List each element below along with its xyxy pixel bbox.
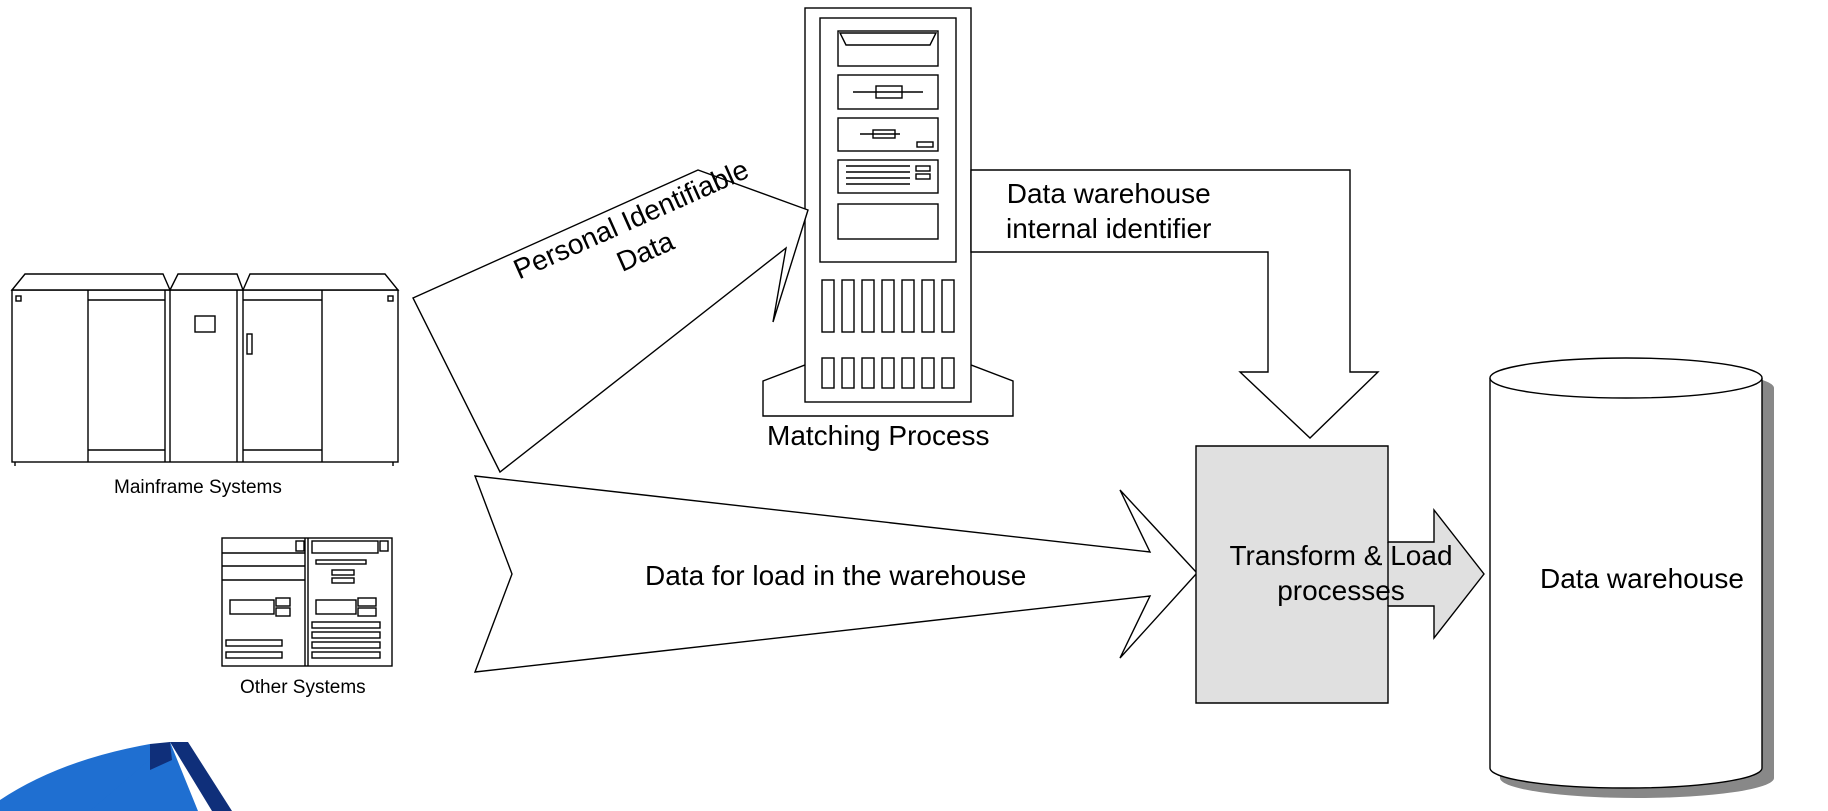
data-for-load-label: Data for load in the warehouse bbox=[645, 560, 1027, 591]
mainframe-icon bbox=[10, 273, 400, 466]
arrow-internal-identifier bbox=[970, 169, 1380, 439]
data-warehouse-cylinder bbox=[1489, 357, 1763, 789]
transform-load-label: Transform & Load processes bbox=[1216, 538, 1466, 608]
other-systems-label: Other Systems bbox=[240, 677, 366, 698]
transform-load-line-1: Transform & Load bbox=[1229, 540, 1453, 571]
transform-load-box bbox=[1195, 445, 1485, 704]
dw-internal-identifier-line-1: Data warehouse bbox=[1006, 178, 1211, 209]
arrow-personal-data bbox=[412, 169, 809, 474]
dw-internal-identifier-line-2: internal identifier bbox=[1006, 213, 1212, 244]
mainframe-systems-label: Mainframe Systems bbox=[114, 477, 282, 498]
company-logo bbox=[0, 742, 232, 811]
arrow-data-for-load bbox=[473, 475, 1198, 673]
transform-load-line-2: processes bbox=[1277, 575, 1405, 606]
data-warehouse-label: Data warehouse bbox=[1540, 563, 1744, 594]
server-tower-icon bbox=[762, 7, 1014, 417]
matching-process-label: Matching Process bbox=[767, 420, 990, 451]
dw-internal-identifier-label: Data warehouse internal identifier bbox=[1006, 176, 1211, 246]
other-systems-icon bbox=[221, 537, 393, 667]
